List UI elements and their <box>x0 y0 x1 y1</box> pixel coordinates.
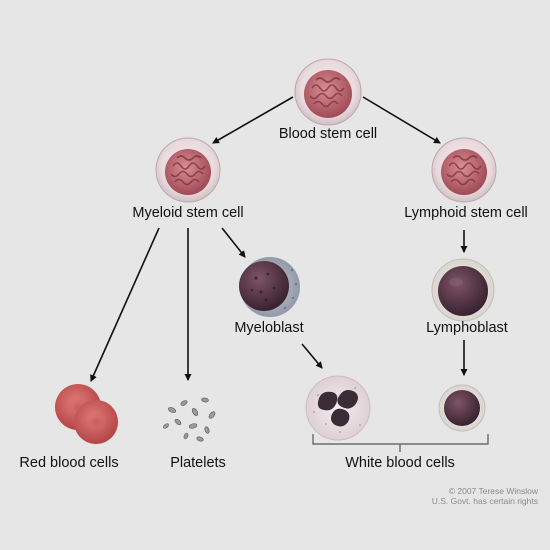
label-myeloblast: Myeloblast <box>234 320 304 336</box>
credit-line-1: © 2007 Terese Winslow <box>448 486 538 496</box>
label-lymphoid-stem-cell: Lymphoid stem cell <box>404 205 528 221</box>
platelets-image <box>163 397 216 442</box>
label-lymphoblast: Lymphoblast <box>426 320 508 336</box>
label-myeloid-stem-cell: Myeloid stem cell <box>132 205 244 221</box>
arrow-blood-to-myeloid <box>212 96 294 144</box>
myeloblast-image <box>239 257 300 317</box>
white-blood-cells-bracket <box>312 434 489 452</box>
arrow-blood-to-lymphoid <box>362 96 441 144</box>
myeloid-stem-cell-image <box>155 137 221 203</box>
red-blood-cells-image <box>55 384 118 444</box>
label-blood-stem-cell: Blood stem cell <box>278 126 378 142</box>
credit-line-2: U.S. Govt. has certain rights <box>431 496 538 506</box>
blood-stem-cell-image <box>294 58 362 126</box>
lymphoblast-image <box>431 258 495 322</box>
lineage-arrows <box>90 96 468 382</box>
label-white-blood-cells: White blood cells <box>345 455 455 471</box>
label-platelets: Platelets <box>170 455 226 471</box>
label-red-blood-cells: Red blood cells <box>19 455 119 471</box>
lymphoid-stem-cell-image <box>431 137 497 203</box>
copyright-credit: © 2007 Terese Winslow U.S. Govt. has cer… <box>432 486 538 506</box>
lymphocyte-image <box>438 384 486 432</box>
arrow-myeloblast-to-neutrophil <box>301 343 323 369</box>
arrow-myeloid-to-red <box>90 227 160 382</box>
neutrophil-image <box>305 375 371 441</box>
arrow-myeloid-to-myeloblast <box>221 227 246 258</box>
